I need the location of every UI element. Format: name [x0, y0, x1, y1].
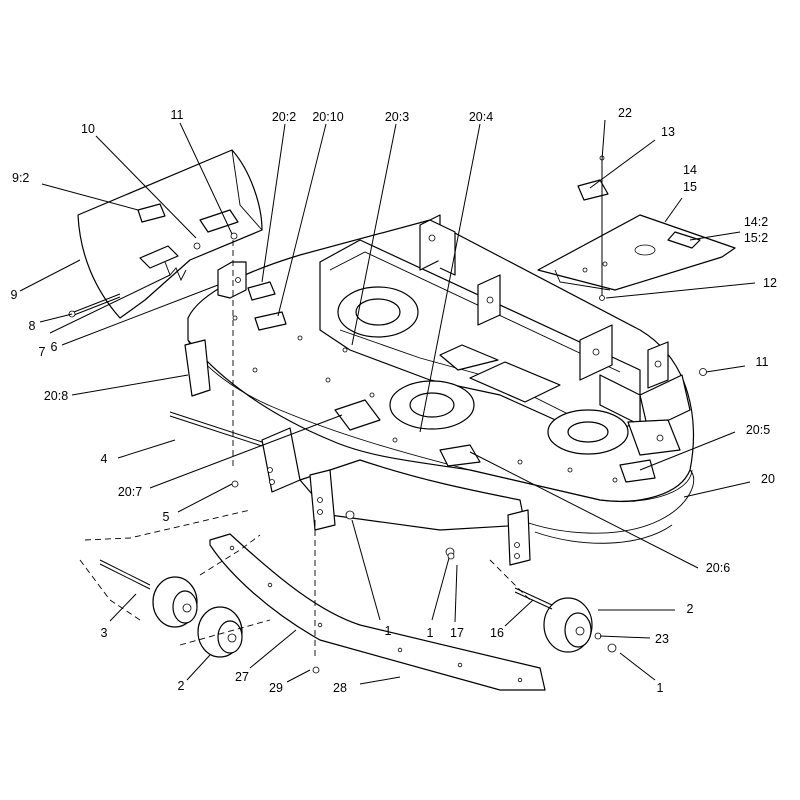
- callout-2-right: 2: [687, 602, 694, 616]
- discharge-chute: [77, 149, 263, 319]
- wheel-left-rear: [152, 576, 198, 628]
- callout-1-c: 1: [657, 681, 664, 695]
- callout-27: 27: [235, 670, 249, 684]
- callout-16: 16: [490, 626, 504, 640]
- callout-3: 3: [101, 626, 108, 640]
- deck-frame: [319, 239, 641, 455]
- callout-2-left: 2: [178, 679, 185, 693]
- callout-29: 29: [269, 681, 283, 695]
- callout-11-right: 11: [756, 355, 769, 369]
- callout-20-4: 20:4: [469, 110, 493, 124]
- callout-20-3: 20:3: [385, 110, 409, 124]
- assembly-lines: [79, 240, 531, 660]
- leader-lines: [19, 119, 756, 685]
- callout-14-2: 14:2: [744, 215, 768, 229]
- callout-4: 4: [101, 452, 108, 466]
- callout-13: 13: [661, 125, 675, 139]
- callout-20: 20: [761, 472, 775, 486]
- callout-1-b: 1: [427, 626, 434, 640]
- callout-5: 5: [163, 510, 170, 524]
- skid-plate: [209, 533, 546, 691]
- callout-7: 7: [39, 345, 46, 359]
- chute-bracket: [217, 261, 247, 299]
- callout-14: 14: [683, 163, 697, 177]
- decal-20-6: [439, 444, 481, 467]
- deck-mount-brackets: [419, 214, 691, 456]
- decal-20-10: [254, 311, 287, 331]
- hinge-rod: [68, 293, 121, 318]
- callout-labels: 9:2 10 11 20:2 20:10 20:3 20:4 22 13 14 …: [11, 106, 777, 695]
- callout-12: 12: [763, 276, 777, 290]
- callout-28: 28: [333, 681, 347, 695]
- callout-15-2: 15:2: [744, 231, 768, 245]
- decal-20-5: [619, 459, 656, 483]
- deck-decals: [247, 281, 656, 483]
- callout-9: 9: [11, 288, 18, 302]
- baffle-latch: [577, 155, 609, 301]
- callout-20-10: 20:10: [312, 110, 343, 124]
- baffle-plate: [537, 214, 736, 291]
- decal-9-2: [137, 203, 166, 223]
- decal-20-7: [334, 399, 381, 431]
- callout-10: 10: [81, 122, 95, 136]
- callout-20-5: 20:5: [746, 423, 770, 437]
- callout-20-8: 20:8: [44, 389, 68, 403]
- callout-15: 15: [683, 180, 697, 194]
- callout-17: 17: [450, 626, 464, 640]
- callout-20-2: 20:2: [272, 110, 296, 124]
- decal-20-2: [247, 281, 276, 301]
- callout-20-6: 20:6: [706, 561, 730, 575]
- callout-9-2: 9:2: [12, 171, 29, 185]
- side-bracket: [169, 339, 301, 493]
- wheel-left-front: [197, 606, 243, 658]
- callout-6: 6: [51, 340, 58, 354]
- callout-8: 8: [29, 319, 36, 333]
- hardware: [230, 232, 707, 674]
- callout-11: 11: [171, 108, 184, 122]
- callout-20-7: 20:7: [118, 485, 142, 499]
- callout-1-a: 1: [385, 624, 392, 638]
- front-bracket: [299, 459, 531, 566]
- callout-23: 23: [655, 632, 669, 646]
- wheel-right: [543, 597, 593, 653]
- callout-22: 22: [618, 106, 632, 120]
